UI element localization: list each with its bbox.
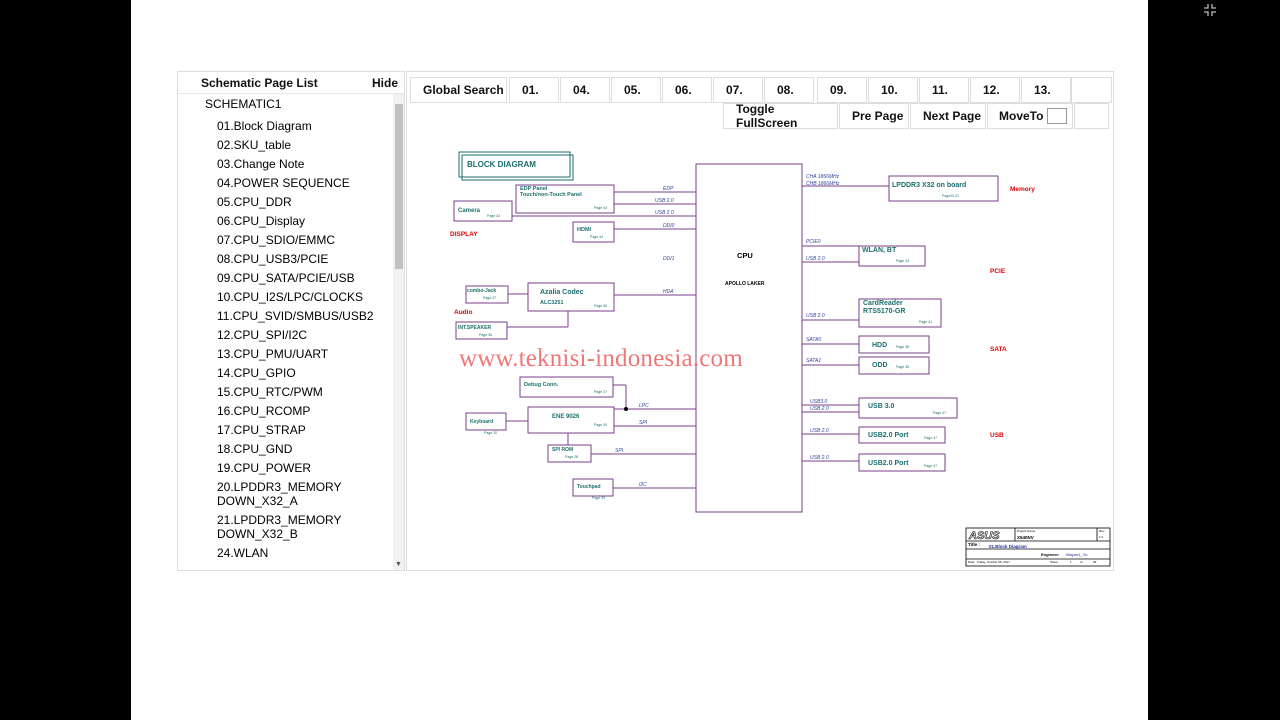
page-list-item[interactable]: 01.Block Diagram bbox=[217, 119, 312, 133]
move-to-label: MoveTo bbox=[999, 109, 1044, 123]
page-list-item[interactable]: 14.CPU_GPIO bbox=[217, 366, 296, 380]
toggle-fullscreen-button[interactable]: Toggle FullScreen bbox=[723, 102, 838, 130]
page-list: 01.Block Diagram 02.SKU_table 03.Change No… bbox=[217, 117, 392, 563]
page-list-item[interactable]: 15.CPU_RTC/PWM bbox=[217, 385, 323, 399]
sidebar-scrollbar[interactable]: ▼ bbox=[393, 94, 404, 570]
watermark-text: www.teknisi-indonesia.com bbox=[459, 345, 743, 372]
page-list-item[interactable]: 09.CPU_SATA/PCIE/USB bbox=[217, 271, 355, 285]
page-jump-button[interactable]: 01. bbox=[509, 77, 559, 103]
tree-root-schematic1[interactable]: SCHEMATIC1 bbox=[205, 97, 282, 111]
page-jump-button[interactable]: 06. bbox=[662, 77, 712, 103]
page-list-item[interactable]: 02.SKU_table bbox=[217, 138, 292, 152]
move-to-input[interactable] bbox=[1047, 108, 1068, 124]
page-list-item[interactable]: 21.LPDDR3_MEMORY DOWN_X32_B bbox=[217, 513, 342, 541]
page-jump-button[interactable]: 09. bbox=[817, 77, 867, 103]
page-list-item[interactable]: 07.CPU_SDIO/EMMC bbox=[217, 233, 336, 247]
schematic-viewer bbox=[406, 71, 1114, 571]
page-jump-button[interactable]: 07. bbox=[713, 77, 763, 103]
page-list-item[interactable]: 10.CPU_I2S/LPC/CLOCKS bbox=[217, 290, 364, 304]
page-list-item[interactable]: 08.CPU_USB3/PCIE bbox=[217, 252, 329, 266]
page-jump-button[interactable]: 10. bbox=[868, 77, 918, 103]
sidebar-title: Schematic Page List bbox=[201, 76, 318, 90]
page-list-item[interactable]: 19.CPU_POWER bbox=[217, 461, 312, 475]
page-list-item[interactable]: 03.Change Note bbox=[217, 157, 305, 171]
page-jump-button[interactable]: 05. bbox=[611, 77, 661, 103]
page-list-item[interactable]: 16.CPU_RCOMP bbox=[217, 404, 311, 418]
page-list-item[interactable]: 18.CPU_GND bbox=[217, 442, 293, 456]
hide-button[interactable]: Hide bbox=[371, 76, 398, 90]
page-list-item[interactable]: 24.WLAN bbox=[217, 546, 269, 560]
next-page-button[interactable]: Next Page bbox=[910, 103, 986, 129]
page-list-item[interactable]: 12.CPU_SPI/I2C bbox=[217, 328, 308, 342]
page-list-item[interactable]: 05.CPU_DDR bbox=[217, 195, 292, 209]
page-jump-button[interactable]: 08. bbox=[764, 77, 814, 103]
toolbar-empty-slot bbox=[1071, 77, 1112, 103]
exit-fullscreen-icon[interactable] bbox=[1203, 3, 1217, 17]
schematic-page-list-panel: Schematic Page List Hide SCHEMATIC1 01.B… bbox=[177, 71, 405, 571]
page-list-item[interactable]: 20.LPDDR3_MEMORY DOWN_X32_A bbox=[217, 480, 342, 508]
move-to-go-button[interactable] bbox=[1074, 103, 1109, 129]
scrollbar-thumb[interactable] bbox=[395, 104, 403, 269]
page-jump-button[interactable]: 13. bbox=[1021, 77, 1071, 103]
page-jump-button[interactable]: 12. bbox=[970, 77, 1020, 103]
page-jump-button[interactable]: 11. bbox=[919, 77, 969, 103]
sidebar-header: Schematic Page List Hide bbox=[178, 72, 404, 94]
move-to-control: MoveTo bbox=[987, 103, 1073, 129]
page-list-item[interactable]: 17.CPU_STRAP bbox=[217, 423, 306, 437]
scroll-down-arrow-icon[interactable]: ▼ bbox=[395, 561, 402, 568]
page-list-item[interactable]: 06.CPU_Display bbox=[217, 214, 306, 228]
page-list-item[interactable]: 13.CPU_PMU/UART bbox=[217, 347, 329, 361]
global-search-button[interactable]: Global Search bbox=[410, 77, 507, 103]
pre-page-button[interactable]: Pre Page bbox=[839, 103, 909, 129]
page-list-item[interactable]: 04.POWER SEQUENCE bbox=[217, 176, 350, 190]
page-list-item[interactable]: 11.CPU_SVID/SMBUS/USB2 bbox=[217, 309, 374, 323]
page-jump-button[interactable]: 04. bbox=[560, 77, 610, 103]
